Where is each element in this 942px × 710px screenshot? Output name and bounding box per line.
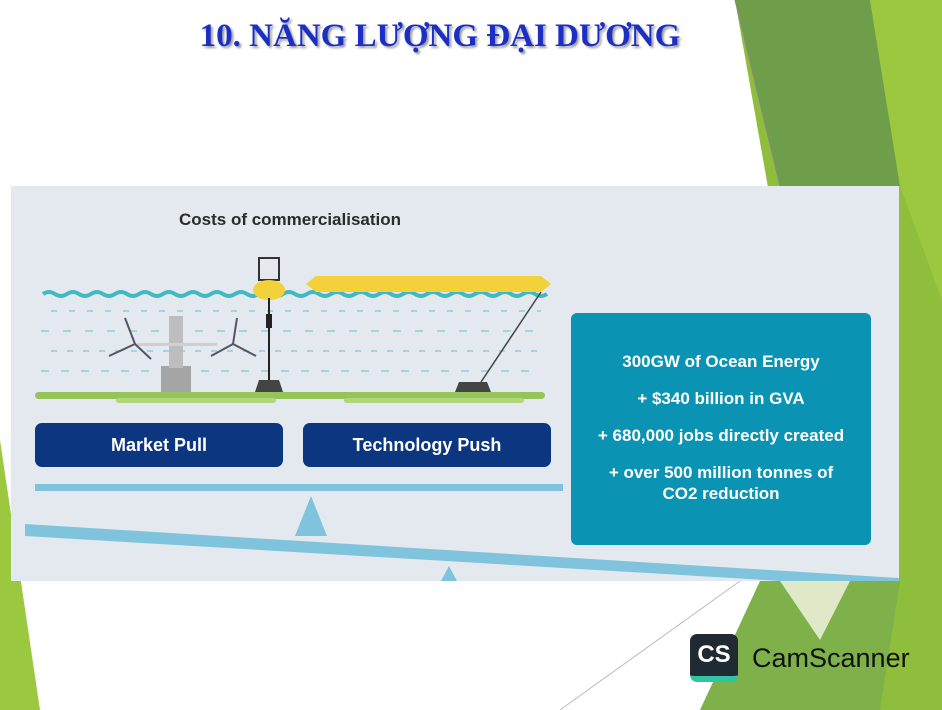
balance-fulcrum — [295, 496, 327, 536]
wave-energy-converter-icon — [306, 276, 551, 392]
stats-box: 300GW of Ocean Energy + $340 billion in … — [571, 313, 871, 545]
tidal-turbine-icon — [108, 316, 257, 392]
technology-push-label: Technology Push — [303, 423, 551, 467]
slide-title: 10. NĂNG LƯỢNG ĐẠI DƯƠNG — [199, 18, 681, 54]
wave-surface-icon — [41, 290, 549, 298]
buoy-icon — [253, 257, 285, 392]
ocean-energy-infographic: Costs of commercialisation — [11, 186, 899, 581]
market-pull-label: Market Pull — [35, 423, 283, 467]
camscanner-logo-icon: CS — [690, 634, 738, 682]
camscanner-watermark: CS CamScanner — [690, 634, 910, 682]
infographic-heading: Costs of commercialisation — [179, 210, 402, 229]
stat-item: + over 500 million tonnes of CO2 reducti… — [608, 463, 834, 503]
water-dashes-icon — [41, 310, 541, 372]
seabed — [35, 392, 545, 399]
stat-item: + $340 billion in GVA — [637, 389, 805, 408]
stat-item: 300GW of Ocean Energy — [622, 352, 820, 371]
camscanner-text: CamScanner — [752, 642, 910, 673]
stat-item: + 680,000 jobs directly created — [597, 426, 845, 445]
ocean-scene-illustration — [25, 257, 899, 581]
